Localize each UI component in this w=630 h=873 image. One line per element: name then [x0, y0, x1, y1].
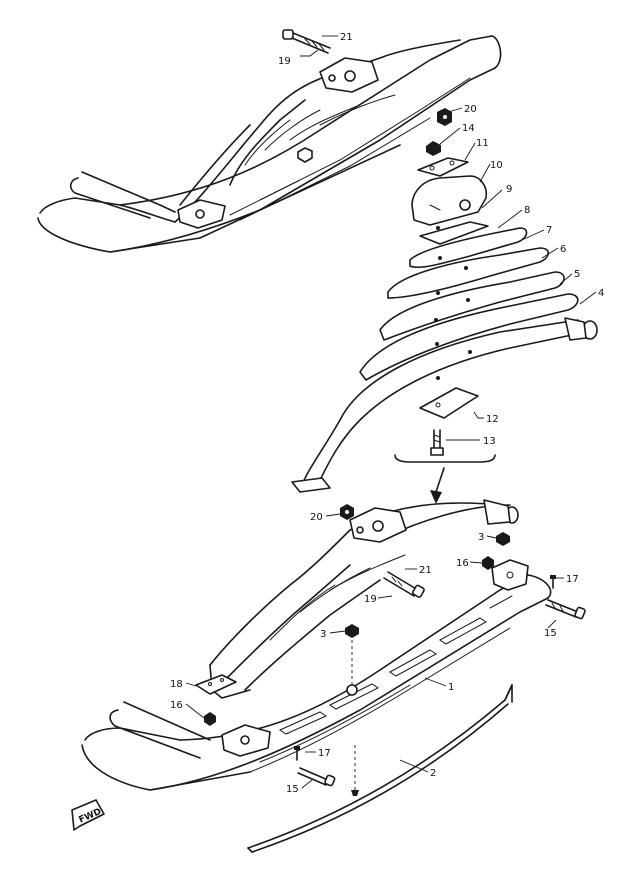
bolt-13 — [430, 429, 444, 456]
callout-17-bottom: 17 — [318, 748, 331, 759]
bolt-holes — [434, 226, 472, 380]
callout-5: 5 — [574, 269, 580, 280]
callout-2: 2 — [430, 768, 436, 779]
callout-1: 1 — [448, 682, 454, 693]
bolt-15-left — [297, 767, 336, 787]
callout-20-bottom: 20 — [310, 512, 323, 523]
callout-21-bottom: 21 — [419, 565, 432, 576]
callout-10: 10 — [490, 160, 503, 171]
callout-16-rear: 16 — [456, 558, 469, 569]
callout-3-middle: 3 — [320, 629, 326, 640]
front-direction-stamp: FWD — [71, 799, 105, 831]
assembled-ski-bottom — [81, 499, 586, 853]
callout-19-bottom: 19 — [364, 594, 377, 605]
callout-14: 14 — [462, 123, 475, 134]
runner-wear-bar — [247, 684, 513, 853]
callout-15-left: 15 — [286, 784, 299, 795]
bolt-bottom-19 — [383, 571, 425, 598]
callout-18: 18 — [170, 679, 183, 690]
callout-17-right: 17 — [566, 574, 579, 585]
callout-13: 13 — [483, 436, 496, 447]
callout-numbers: 21 19 20 14 11 10 9 8 7 6 5 4 12 13 20 3… — [170, 32, 604, 795]
callout-6: 6 — [560, 244, 566, 255]
bolt-top — [282, 29, 331, 54]
callout-7: 7 — [546, 225, 552, 236]
exploded-spring-stack — [291, 141, 598, 504]
bolt-15-right — [545, 599, 586, 620]
assembly-arrow — [430, 467, 445, 504]
callout-8: 8 — [524, 205, 530, 216]
callout-16-front: 16 — [170, 700, 183, 711]
assembled-ski-top — [37, 29, 502, 253]
nut-20-top — [437, 108, 452, 126]
callout-20-top: 20 — [464, 104, 477, 115]
callout-11: 11 — [476, 138, 489, 149]
callout-15-right: 15 — [544, 628, 557, 639]
callout-leaders — [185, 35, 597, 789]
callout-21-top: 21 — [340, 32, 353, 43]
callout-4: 4 — [598, 288, 604, 299]
callout-3-rear: 3 — [478, 532, 484, 543]
callout-9: 9 — [506, 184, 512, 195]
callout-12: 12 — [486, 414, 499, 425]
callout-19-top: 19 — [278, 56, 291, 67]
